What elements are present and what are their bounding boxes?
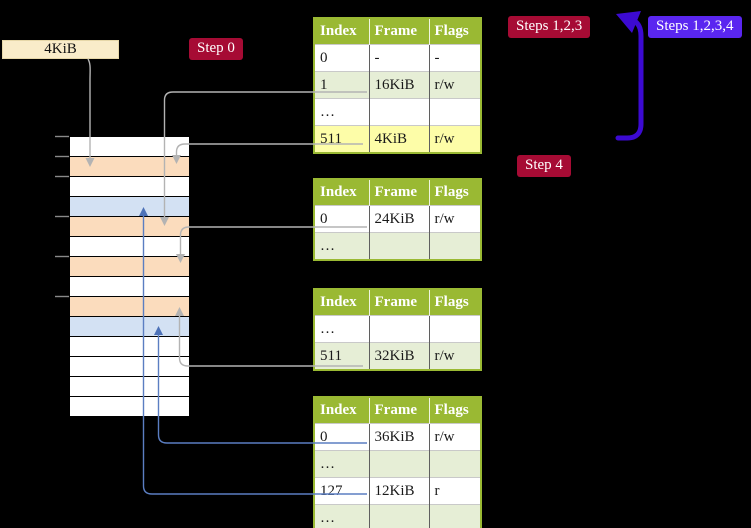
table-header-row: Index Frame Flags [314, 289, 481, 316]
index-cell: … [314, 232, 370, 260]
frame-cell: 32KiB [369, 342, 430, 370]
flags-cell [429, 98, 481, 126]
frame-cell: - [369, 44, 430, 72]
index-cell: 0 [314, 423, 370, 451]
memory-frame-row [70, 237, 189, 257]
index-cell: 511 [314, 125, 370, 153]
memory-frame-row [70, 157, 189, 177]
table-header-row: Index Frame Flags [314, 179, 481, 206]
column-header: Flags [429, 397, 481, 424]
index-cell: 511 [314, 342, 370, 370]
index-cell: 0 [314, 205, 370, 233]
frame-cell [369, 315, 430, 343]
flags-cell [429, 232, 481, 260]
table-row: … [314, 98, 481, 126]
table-row: 0 24KiB r/w [314, 205, 481, 233]
memory-frame-row [70, 277, 189, 297]
index-cell: … [314, 450, 370, 478]
frame-cell [369, 450, 430, 478]
column-header: Frame [369, 289, 430, 316]
memory-frame-row [70, 397, 189, 416]
flags-cell: - [429, 44, 481, 72]
step-4-badge: Step 4 [517, 155, 571, 177]
frame-cell: 12KiB [369, 477, 430, 505]
frame-cell [369, 232, 430, 260]
column-header: Index [314, 397, 370, 424]
return-arrow [615, 11, 644, 141]
flags-cell: r/w [429, 423, 481, 451]
table-header-row: Index Frame Flags [314, 397, 481, 424]
column-header: Frame [369, 397, 430, 424]
column-header: Flags [429, 18, 481, 45]
page-table-2: Index Frame Flags … 511 32KiB r/w [313, 288, 482, 371]
memory-frame-row [70, 357, 189, 377]
frame-cell: 24KiB [369, 205, 430, 233]
flags-cell: r/w [429, 342, 481, 370]
table-row-highlighted: 511 4KiB r/w [314, 125, 481, 153]
column-header: Frame [369, 18, 430, 45]
memory-frame-row [70, 217, 189, 237]
column-header: Flags [429, 289, 481, 316]
frame-cell [369, 504, 430, 528]
column-header: Index [314, 179, 370, 206]
memory-frame-row [70, 317, 189, 337]
index-cell: 1 [314, 71, 370, 99]
memory-frame-row [70, 337, 189, 357]
memory-tick-marks [55, 135, 69, 298]
table-row: … [314, 450, 481, 478]
frame-cell [369, 98, 430, 126]
flags-cell: r/w [429, 125, 481, 153]
flags-cell [429, 315, 481, 343]
memory-frame-row [70, 297, 189, 317]
page-table-0: Index Frame Flags 0 - - 1 16KiB r/w … 51… [313, 17, 482, 154]
table-row: 0 - - [314, 44, 481, 72]
frame-cell: 4KiB [369, 125, 430, 153]
index-cell: … [314, 504, 370, 528]
table-row: 127 12KiB r [314, 477, 481, 505]
memory-frame-row [70, 137, 189, 157]
step-0-badge: Step 0 [189, 38, 243, 60]
frame-size-label: 4KiB [2, 40, 119, 59]
memory-frame-row [70, 257, 189, 277]
table-header-row: Index Frame Flags [314, 18, 481, 45]
table-row: 511 32KiB r/w [314, 342, 481, 370]
column-header: Index [314, 18, 370, 45]
table-row: 0 36KiB r/w [314, 423, 481, 451]
frame-cell: 16KiB [369, 71, 430, 99]
table-row: 1 16KiB r/w [314, 71, 481, 99]
page-table-3: Index Frame Flags 0 36KiB r/w … 127 12Ki… [313, 396, 482, 528]
table-row: … [314, 315, 481, 343]
flags-cell: r/w [429, 71, 481, 99]
table-row: … [314, 232, 481, 260]
column-header: Flags [429, 179, 481, 206]
frame-cell: 36KiB [369, 423, 430, 451]
memory-frame-row [70, 177, 189, 197]
steps-123-badge: Steps 1,2,3 [508, 16, 591, 38]
index-cell: 0 [314, 44, 370, 72]
physical-memory-column [69, 136, 190, 417]
steps-1234-badge: Steps 1,2,3,4 [648, 16, 742, 38]
memory-frame-row [70, 377, 189, 397]
flags-cell: r/w [429, 205, 481, 233]
flags-cell [429, 450, 481, 478]
index-cell: … [314, 98, 370, 126]
column-header: Frame [369, 179, 430, 206]
memory-frame-row [70, 197, 189, 217]
column-header: Index [314, 289, 370, 316]
table-row: … [314, 504, 481, 528]
flags-cell: r [429, 477, 481, 505]
flags-cell [429, 504, 481, 528]
page-table-1: Index Frame Flags 0 24KiB r/w … [313, 178, 482, 261]
index-cell: 127 [314, 477, 370, 505]
index-cell: … [314, 315, 370, 343]
